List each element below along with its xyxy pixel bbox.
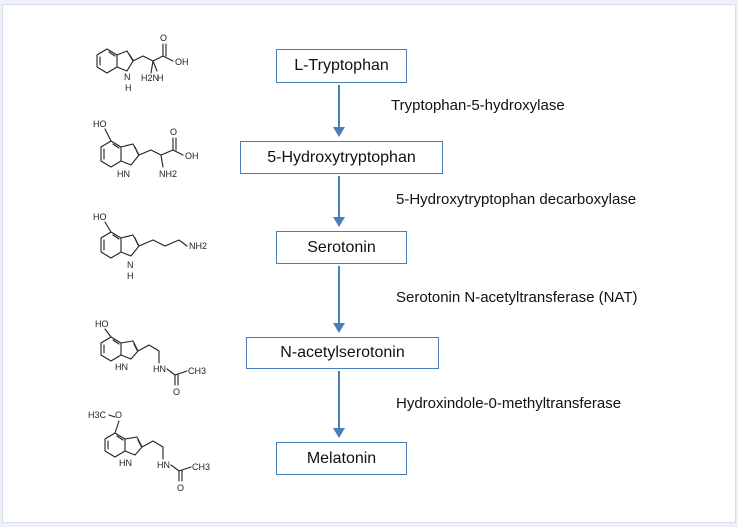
enzyme-label-5-htp-decarboxylase: 5-Hydroxytryptophan decarboxylase (396, 191, 637, 208)
atom-label-carbonyl-o: O (160, 33, 167, 43)
enzyme-label-serotonin-nat: Serotonin N-acetyltransferase (NAT) (396, 289, 638, 306)
atom-label-alpha-h: H (157, 73, 164, 83)
atom-label-methoxy-o: O (115, 410, 122, 420)
atom-label-carbonyl-o: O (177, 483, 184, 493)
step-box-n-acetylserotonin: N-acetylserotonin (246, 337, 439, 369)
arrow-4 (333, 371, 345, 438)
atom-label-hydroxyl: HO (93, 212, 107, 222)
structure-serotonin: HO N H NH2 (93, 212, 207, 281)
atom-label-hydroxyl: OH (175, 57, 189, 67)
step-label: N-acetylserotonin (280, 344, 405, 361)
atom-label-methoxy-methyl: H3C (88, 410, 107, 420)
step-box-serotonin: Serotonin (276, 231, 407, 264)
step-label: L-Tryptophan (294, 57, 389, 74)
structure-l-tryptophan: N H H2N H OH O (96, 33, 189, 93)
atom-label-nh-h: H (125, 83, 132, 93)
step-box-l-tryptophan: L-Tryptophan (276, 49, 407, 83)
step-label: Serotonin (307, 238, 376, 256)
step-label: 5-Hydroxytryptophan (267, 148, 416, 166)
enzyme-label-hiomt: Hydroxindole-0-methyltransferase (396, 395, 622, 412)
atom-label-indole-h: H (127, 271, 134, 281)
arrow-3 (333, 266, 345, 333)
atom-label-carbonyl-o: O (170, 127, 177, 137)
atom-label-acid-oh: OH (185, 151, 199, 161)
structure-5-hydroxytryptophan: HO HN NH2 OH O (93, 119, 199, 179)
atom-label-indole-nh: HN (117, 169, 130, 179)
atom-label-carbonyl-o: O (173, 387, 180, 397)
atom-label-hydroxyl: HO (95, 319, 109, 329)
structure-n-acetylserotonin: HO HN HN CH3 O (95, 319, 206, 397)
atom-label-amide-nh: HN (157, 460, 170, 470)
atom-label-amine: NH2 (189, 241, 207, 251)
atom-label-amine: NH2 (159, 169, 177, 179)
atom-label-indole-nh: HN (119, 458, 132, 468)
step-label: Melatonin (306, 449, 377, 467)
atom-label-amine: H2N (141, 73, 159, 83)
arrow-2 (333, 176, 345, 227)
atom-label-indole-nh: HN (115, 362, 128, 372)
pathway-canvas: L-Tryptophan 5-Hydroxytryptophan Seroton… (2, 4, 736, 523)
step-box-melatonin: Melatonin (276, 442, 407, 475)
arrow-1 (333, 85, 345, 137)
atom-label-methyl: CH3 (188, 366, 206, 376)
pathway-arrows (333, 85, 345, 438)
atom-label-indole-n: N (127, 260, 134, 270)
step-box-5-hydroxytryptophan: 5-Hydroxytryptophan (240, 141, 443, 174)
atom-label-acetyl-methyl: CH3 (192, 462, 210, 472)
atom-label-hydroxyl-ring: HO (93, 119, 107, 129)
enzyme-label-tryptophan-5-hydroxylase: Tryptophan-5-hydroxylase (391, 97, 565, 114)
atom-label-amide-nh: HN (153, 364, 166, 374)
structure-melatonin: H3C O HN HN CH3 O (88, 410, 210, 493)
atom-label-nh-n: N (124, 72, 131, 82)
